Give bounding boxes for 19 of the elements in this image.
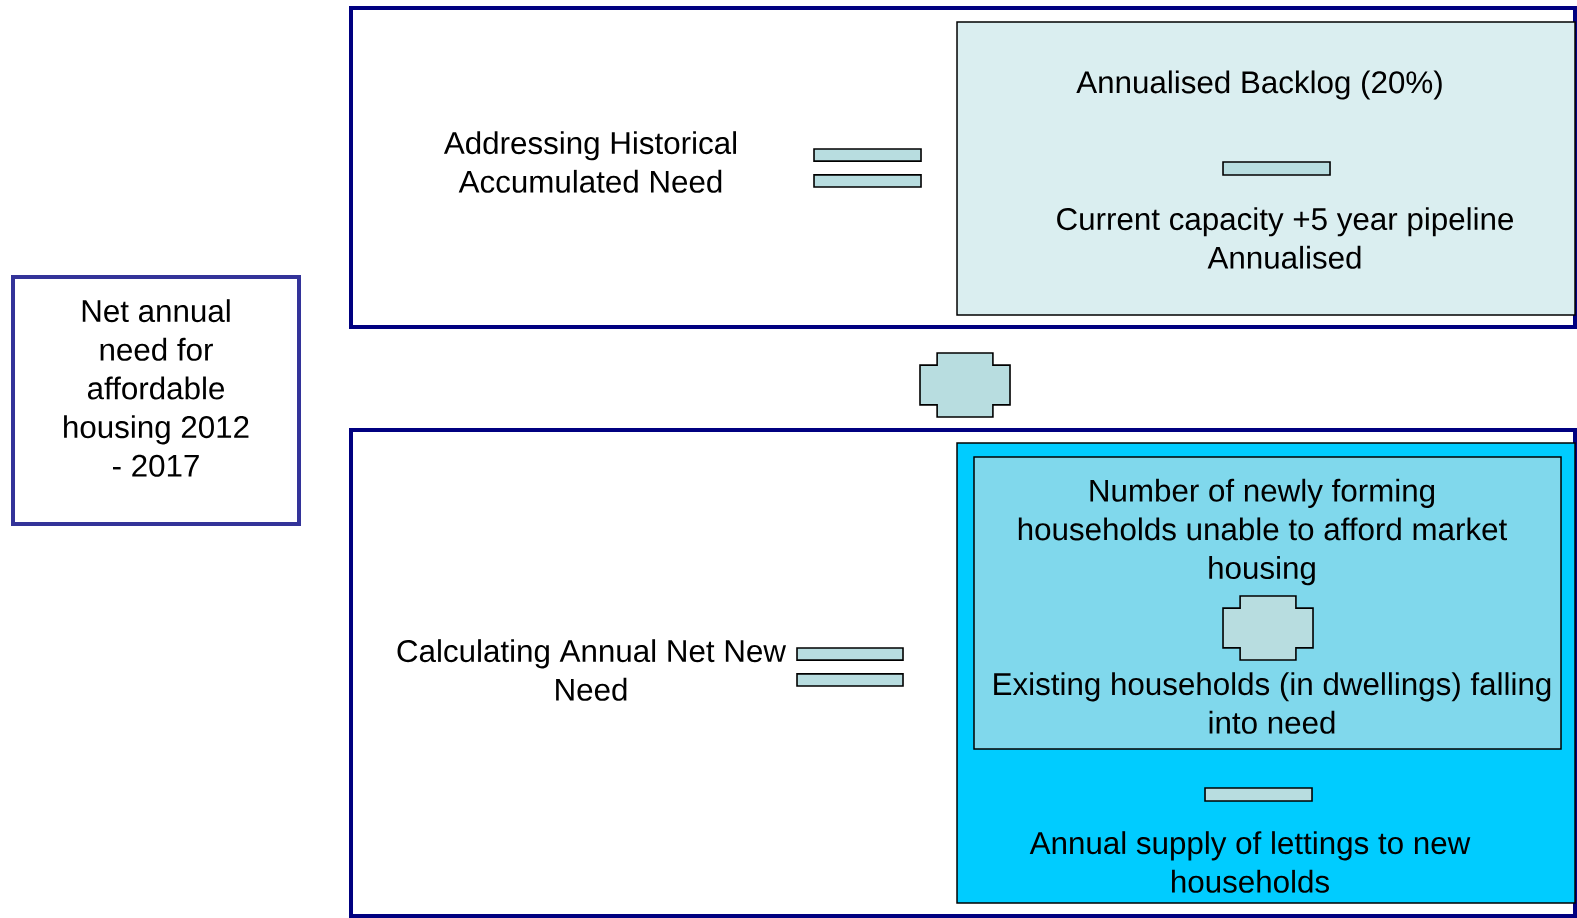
formula-box: [956, 21, 1576, 316]
section-frame: [349, 428, 1577, 918]
plus-sign: [1222, 595, 1314, 661]
formula-box: [973, 456, 1562, 750]
summary-box: [11, 275, 301, 526]
box-text: Number of newly forming households unable to afford market housing: [1018, 478, 1507, 586]
minus-sign: [1204, 787, 1313, 802]
section-frame: [349, 6, 1577, 329]
equals-sign: [796, 647, 904, 687]
box-text: Existing households (in dwellings) falling into need: [994, 672, 1551, 734]
box-text: Annual supply of lettings to new households: [1029, 831, 1471, 893]
box-text: Calculating Annual Net New Need: [397, 639, 787, 701]
box-text: Net annual need for affordable housing 2012 - 2017: [64, 299, 249, 477]
box-text: Current capacity +5 year pipeline Annualised: [1057, 207, 1513, 269]
box-text: Annualised Backlog (20%): [1076, 70, 1442, 100]
plus-sign: [919, 352, 1011, 418]
box-text: Addressing Historical Accumulated Need: [443, 131, 736, 193]
equals-sign: [813, 148, 922, 188]
minus-sign: [1222, 161, 1331, 176]
